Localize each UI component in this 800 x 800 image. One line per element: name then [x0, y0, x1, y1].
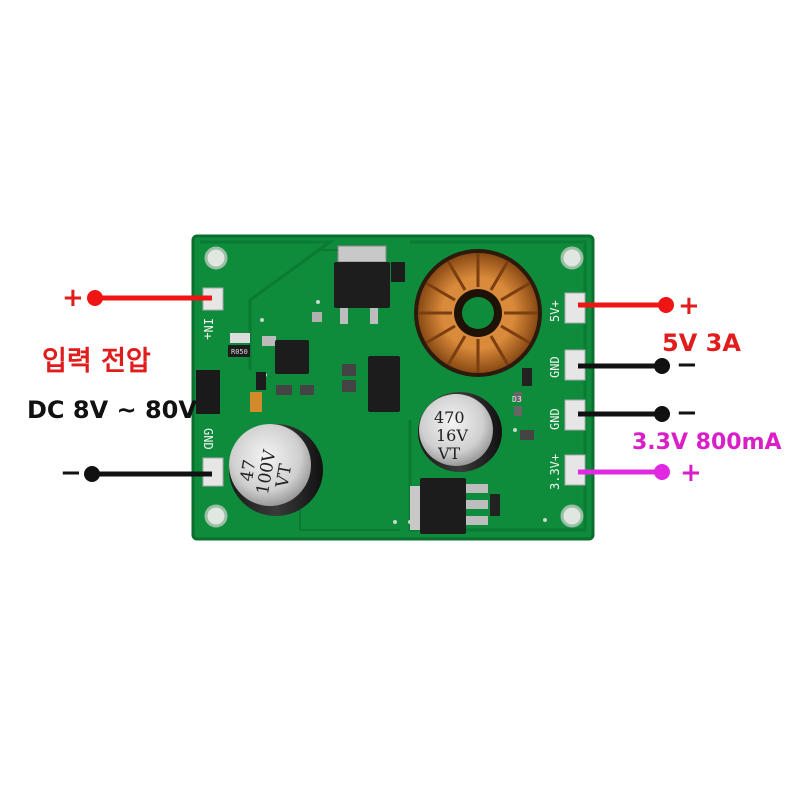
mounting-hole	[204, 246, 228, 270]
mounting-hole	[560, 504, 584, 528]
terminal-pads	[202, 287, 586, 487]
silk-gnd-b: GND	[548, 408, 562, 430]
output-5v-plus-sign: +	[678, 291, 700, 321]
output-3v3-plus-sign: +	[680, 458, 702, 488]
toroid-inductor	[414, 249, 542, 377]
input-minus-sign: −	[60, 458, 82, 488]
cap-big-line1: 47	[237, 458, 260, 483]
resistor-code: R050	[231, 348, 248, 356]
smd-components: R050 D3	[196, 262, 534, 440]
capacitor-47uf: 47 100V VT	[229, 424, 323, 516]
mounting-hole	[560, 246, 584, 270]
wire-input-positive	[87, 290, 212, 306]
silk-gnd-a: GND	[548, 356, 562, 378]
ldo-regulator	[410, 478, 500, 534]
output-5v-label: 5V 3A	[662, 329, 741, 357]
cap-small-line3: VT	[437, 444, 461, 463]
silk-3v3: 3.3V+	[548, 454, 562, 490]
input-plus-sign: +	[62, 283, 84, 313]
cap-small-line1: 470	[434, 408, 465, 427]
wire-output-gnd1	[578, 358, 670, 374]
input-voltage-title: 입력 전압	[42, 346, 151, 377]
capacitor-470uf: 470 16V VT	[418, 392, 502, 472]
output-gnd1-minus-sign: −	[676, 350, 698, 380]
cap-big-line3: VT	[272, 462, 296, 490]
wire-output-3v3	[578, 464, 670, 480]
silkscreen: IN+ GND 5V+ GND GND 3.3V+	[201, 300, 562, 490]
output-3v3-label: 3.3V 800mA	[632, 430, 782, 455]
mosfet-top	[334, 245, 390, 324]
silk-5v: 5V+	[548, 300, 562, 322]
cap-small-line2: 16V	[436, 426, 468, 445]
wire-input-ground	[84, 466, 212, 482]
wire-output-gnd2	[578, 406, 670, 422]
silk-gnd-left: GND	[201, 428, 215, 450]
input-voltage-range: DC 8V ~ 80V	[27, 396, 197, 424]
d3-label: D3	[512, 395, 522, 404]
wire-output-5v	[578, 297, 674, 313]
mounting-hole	[204, 504, 228, 528]
output-gnd2-minus-sign: −	[676, 398, 698, 428]
silk-in-plus: IN+	[201, 318, 215, 340]
